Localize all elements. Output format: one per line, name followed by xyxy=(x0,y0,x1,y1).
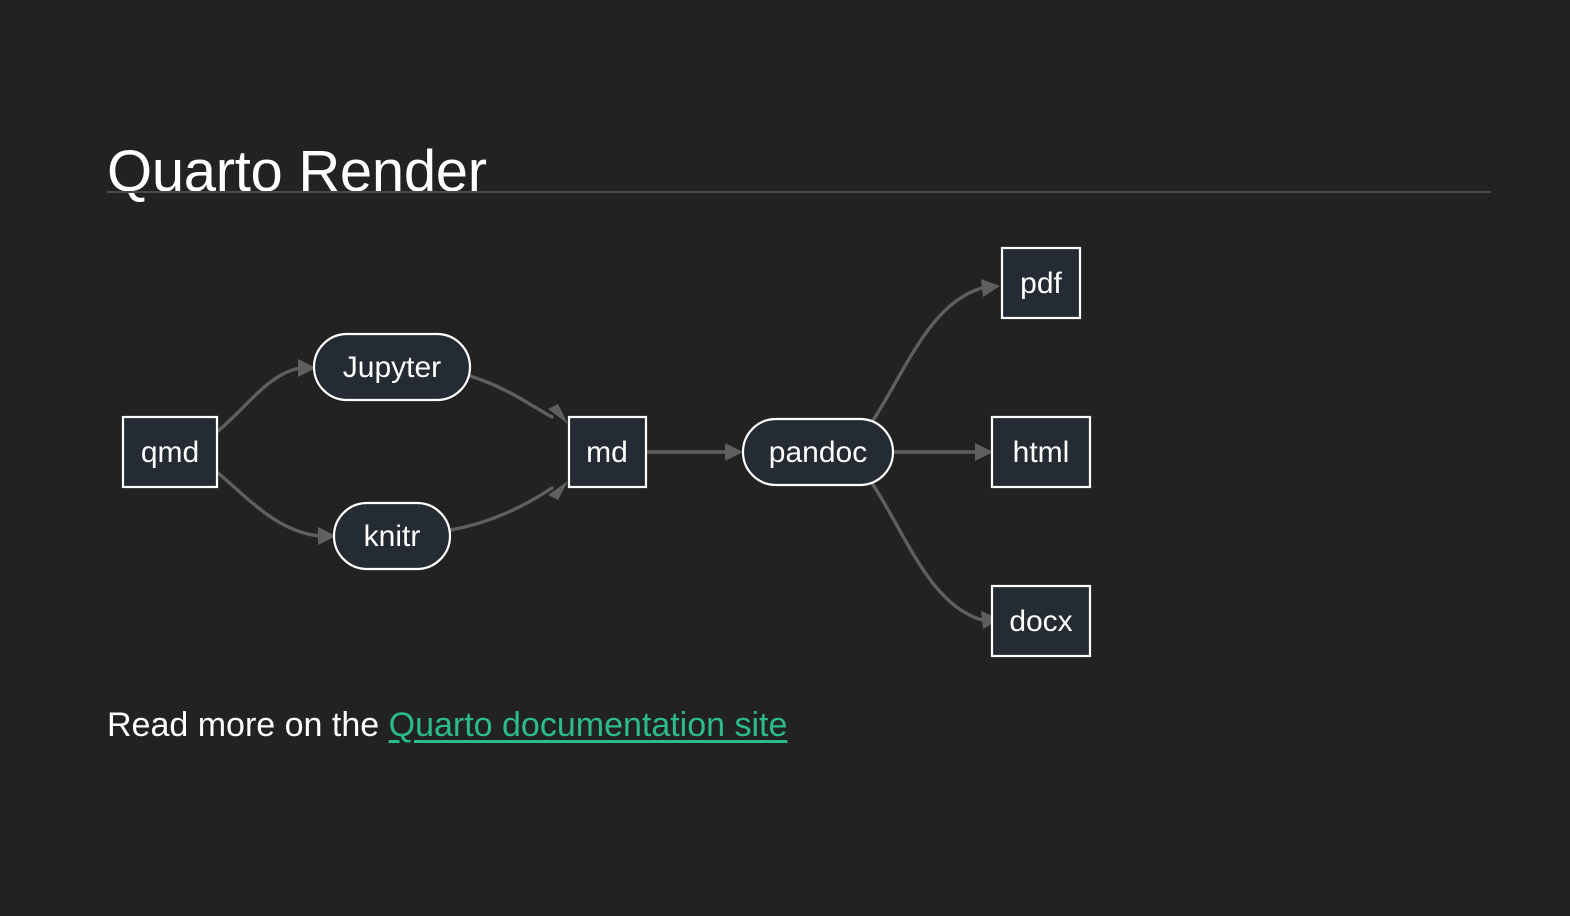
read-more-prefix: Read more on the xyxy=(107,706,389,744)
node-docx-label: docx xyxy=(1009,605,1072,638)
edge-jupyter-md xyxy=(468,374,568,424)
edge-knitr-md xyxy=(449,481,568,532)
node-pandoc-label: pandoc xyxy=(769,436,867,469)
edge-qmd-jupyter xyxy=(215,359,316,434)
edge-md-pandoc xyxy=(644,443,743,461)
node-md-label: md xyxy=(586,436,628,469)
node-pdf-label: pdf xyxy=(1020,267,1062,300)
node-md[interactable]: md xyxy=(567,415,648,489)
node-qmd[interactable]: qmd xyxy=(121,415,219,489)
node-knitr-label: knitr xyxy=(364,520,421,553)
node-html-label: html xyxy=(1013,436,1070,469)
page-title: Quarto Render xyxy=(107,138,487,204)
node-docx[interactable]: docx xyxy=(990,584,1092,658)
node-knitr[interactable]: knitr xyxy=(332,501,452,571)
quarto-documentation-link[interactable]: Quarto documentation site xyxy=(388,706,788,744)
node-layer: qmd Jupyter knitr md pandoc xyxy=(121,246,1092,658)
edge-pandoc-docx xyxy=(870,481,1000,629)
node-html[interactable]: html xyxy=(990,415,1092,489)
node-jupyter[interactable]: Jupyter xyxy=(312,332,472,402)
edge-pandoc-html xyxy=(891,443,993,461)
quarto-render-flowchart: qmd Jupyter knitr md pandoc xyxy=(0,218,1570,658)
node-qmd-label: qmd xyxy=(141,436,199,469)
edge-qmd-knitr xyxy=(215,470,336,545)
node-pdf[interactable]: pdf xyxy=(1000,246,1082,320)
node-pandoc[interactable]: pandoc xyxy=(741,417,895,487)
title-divider xyxy=(107,191,1491,193)
edge-layer xyxy=(215,279,1000,629)
edge-pandoc-pdf xyxy=(870,279,1000,424)
read-more-text: Read more on the Quarto documentation si… xyxy=(107,706,787,745)
node-jupyter-label: Jupyter xyxy=(343,351,441,384)
